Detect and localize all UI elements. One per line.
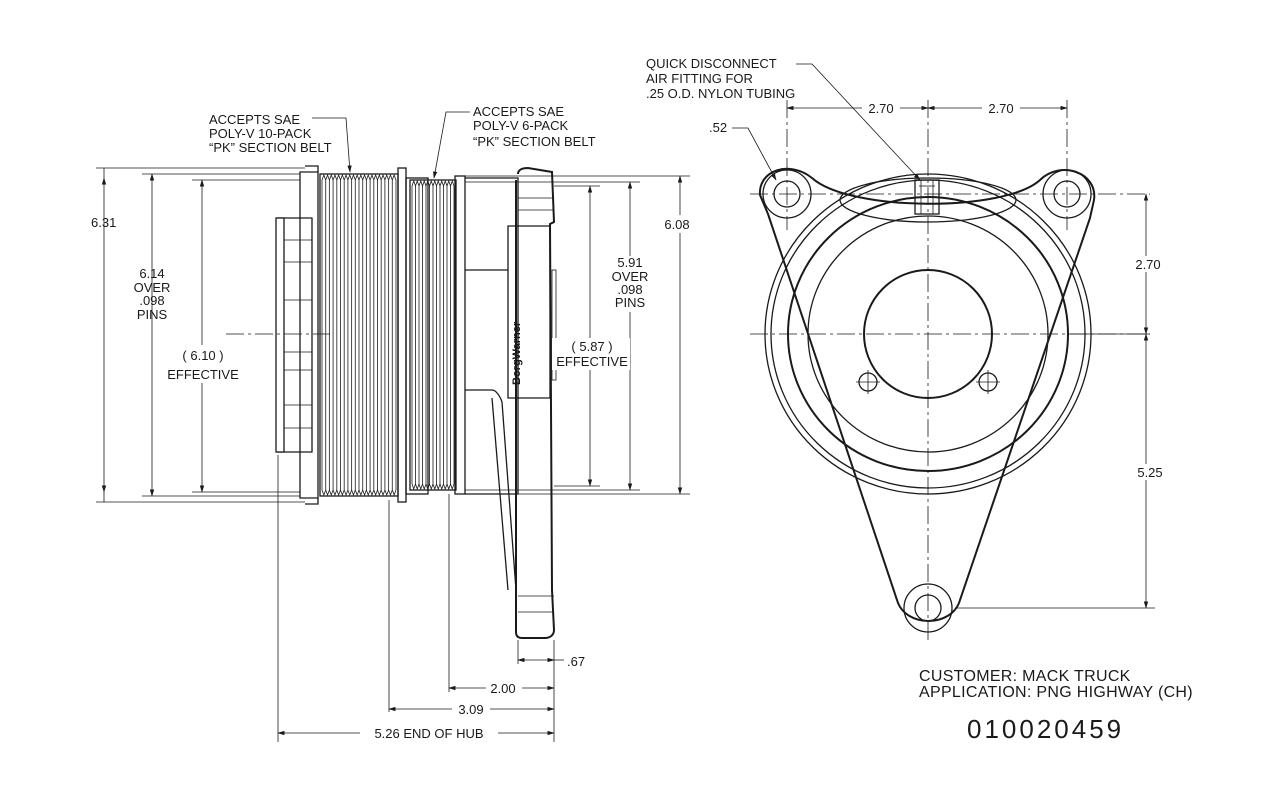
brand-logo-text: BorgWarner: [511, 321, 523, 385]
pulley-rib: [329, 173, 334, 497]
pulley-rib: [439, 179, 444, 491]
dim-5-91-line3: .098: [617, 282, 642, 297]
dim-6-14-line4: PINS: [137, 307, 168, 322]
belt10-note-line3: “PK” SECTION BELT: [209, 140, 332, 155]
fitting-note-line3: .25 O.D. NYLON TUBING: [646, 86, 795, 101]
pulley-rib: [366, 173, 371, 497]
dim-5-91-line1: 5.91: [617, 255, 642, 270]
pulley-rib: [340, 173, 345, 497]
pulley-rib: [321, 173, 327, 497]
dim-5-91-line4: PINS: [615, 295, 646, 310]
pulley-rib: [450, 179, 455, 491]
bolt-hole-right: [976, 370, 1000, 394]
dim-2-00: 2.00: [490, 681, 515, 696]
pulley-rib: [422, 179, 427, 491]
pulley-rib: [384, 173, 389, 497]
pulley-rib: [436, 179, 441, 491]
front-view: 2.70 2.70 2.70 5.25 .52 QUICK DISCONNECT…: [646, 56, 1166, 640]
belt10-note-line1: ACCEPTS SAE: [209, 112, 300, 127]
pulley-6-pack: [409, 175, 466, 495]
pulley-rib: [336, 173, 341, 497]
dim-6-14-line1: 6.14: [139, 266, 164, 281]
dim-3-09: 3.09: [458, 702, 483, 717]
dim-0-67: .67: [567, 654, 585, 669]
dim-5-87: ( 5.87 ): [571, 339, 612, 354]
pulley-rib: [432, 179, 437, 491]
dim-6-10-effective: EFFECTIVE: [167, 367, 239, 382]
belt10-note-line2: POLY-V 10-PACK: [209, 126, 312, 141]
title-block: CUSTOMER: MACK TRUCK APPLICATION: PNG HI…: [919, 668, 1193, 744]
fitting-note-line2: AIR FITTING FOR: [646, 71, 753, 86]
dim-5-91-line2: OVER: [612, 269, 649, 284]
dim-2-70-right: 2.70: [988, 101, 1013, 116]
bolt-hole-left: [856, 370, 880, 394]
part-number: 010020459: [967, 714, 1124, 744]
pulley-rib: [362, 173, 367, 497]
triangular-bracket: [758, 168, 1096, 622]
dim-6-14-line2: OVER: [134, 280, 171, 295]
hub-body: [275, 165, 319, 505]
air-fitting: [914, 179, 940, 215]
pulley-rib: [354, 173, 360, 497]
pulley-rib: [411, 179, 416, 491]
dim-6-08: 6.08: [664, 217, 689, 232]
dim-6-10: ( 6.10 ): [182, 348, 223, 363]
pulley-rib: [332, 173, 338, 497]
belt6-note-line3: “PK” SECTION BELT: [473, 134, 596, 149]
pulley-rib: [325, 173, 330, 497]
dim-2-70-left: 2.70: [868, 101, 893, 116]
side-view: BorgWarner 6.31 6.14 OVER .098 PINS ( 6.…: [91, 104, 696, 742]
dim-6-14-line3: .098: [139, 293, 164, 308]
dim-2-70-vertical: 2.70: [1135, 257, 1160, 272]
pulley-rib: [377, 173, 382, 497]
belt6-note-line1: ACCEPTS SAE: [473, 104, 564, 119]
pulley-rib: [358, 173, 364, 497]
pulley-rib: [415, 179, 420, 491]
fan-drive-bracket: BorgWarner: [465, 166, 557, 639]
pulley-rib: [351, 173, 356, 497]
dim-6-31: 6.31: [91, 215, 116, 230]
pulley-rib: [388, 173, 393, 497]
pulley-rib: [391, 173, 397, 497]
pulley-rib: [425, 179, 430, 491]
dim-5-26-end-of-hub: 5.26 END OF HUB: [374, 726, 483, 741]
fitting-note-line1: QUICK DISCONNECT: [646, 56, 777, 71]
application-line: APPLICATION: PNG HIGHWAY (CH): [919, 684, 1193, 701]
pulley-rib: [343, 173, 349, 497]
pulley-rib: [429, 179, 434, 491]
pulley-rib: [446, 179, 451, 491]
pulley-rib: [369, 173, 375, 497]
belt6-note-line2: POLY-V 6-PACK: [473, 118, 568, 133]
dim-5-87-effective: EFFECTIVE: [556, 354, 628, 369]
pulley-10-pack: [319, 167, 429, 503]
pulley-rib: [373, 173, 378, 497]
customer-line: CUSTOMER: MACK TRUCK: [919, 668, 1131, 685]
dim-5-25: 5.25: [1137, 465, 1162, 480]
pulley-rib: [443, 179, 448, 491]
dim-0-52: .52: [709, 120, 727, 135]
pulley-rib: [418, 179, 423, 491]
pulley-rib: [380, 173, 386, 497]
pulley-rib: [347, 173, 352, 497]
